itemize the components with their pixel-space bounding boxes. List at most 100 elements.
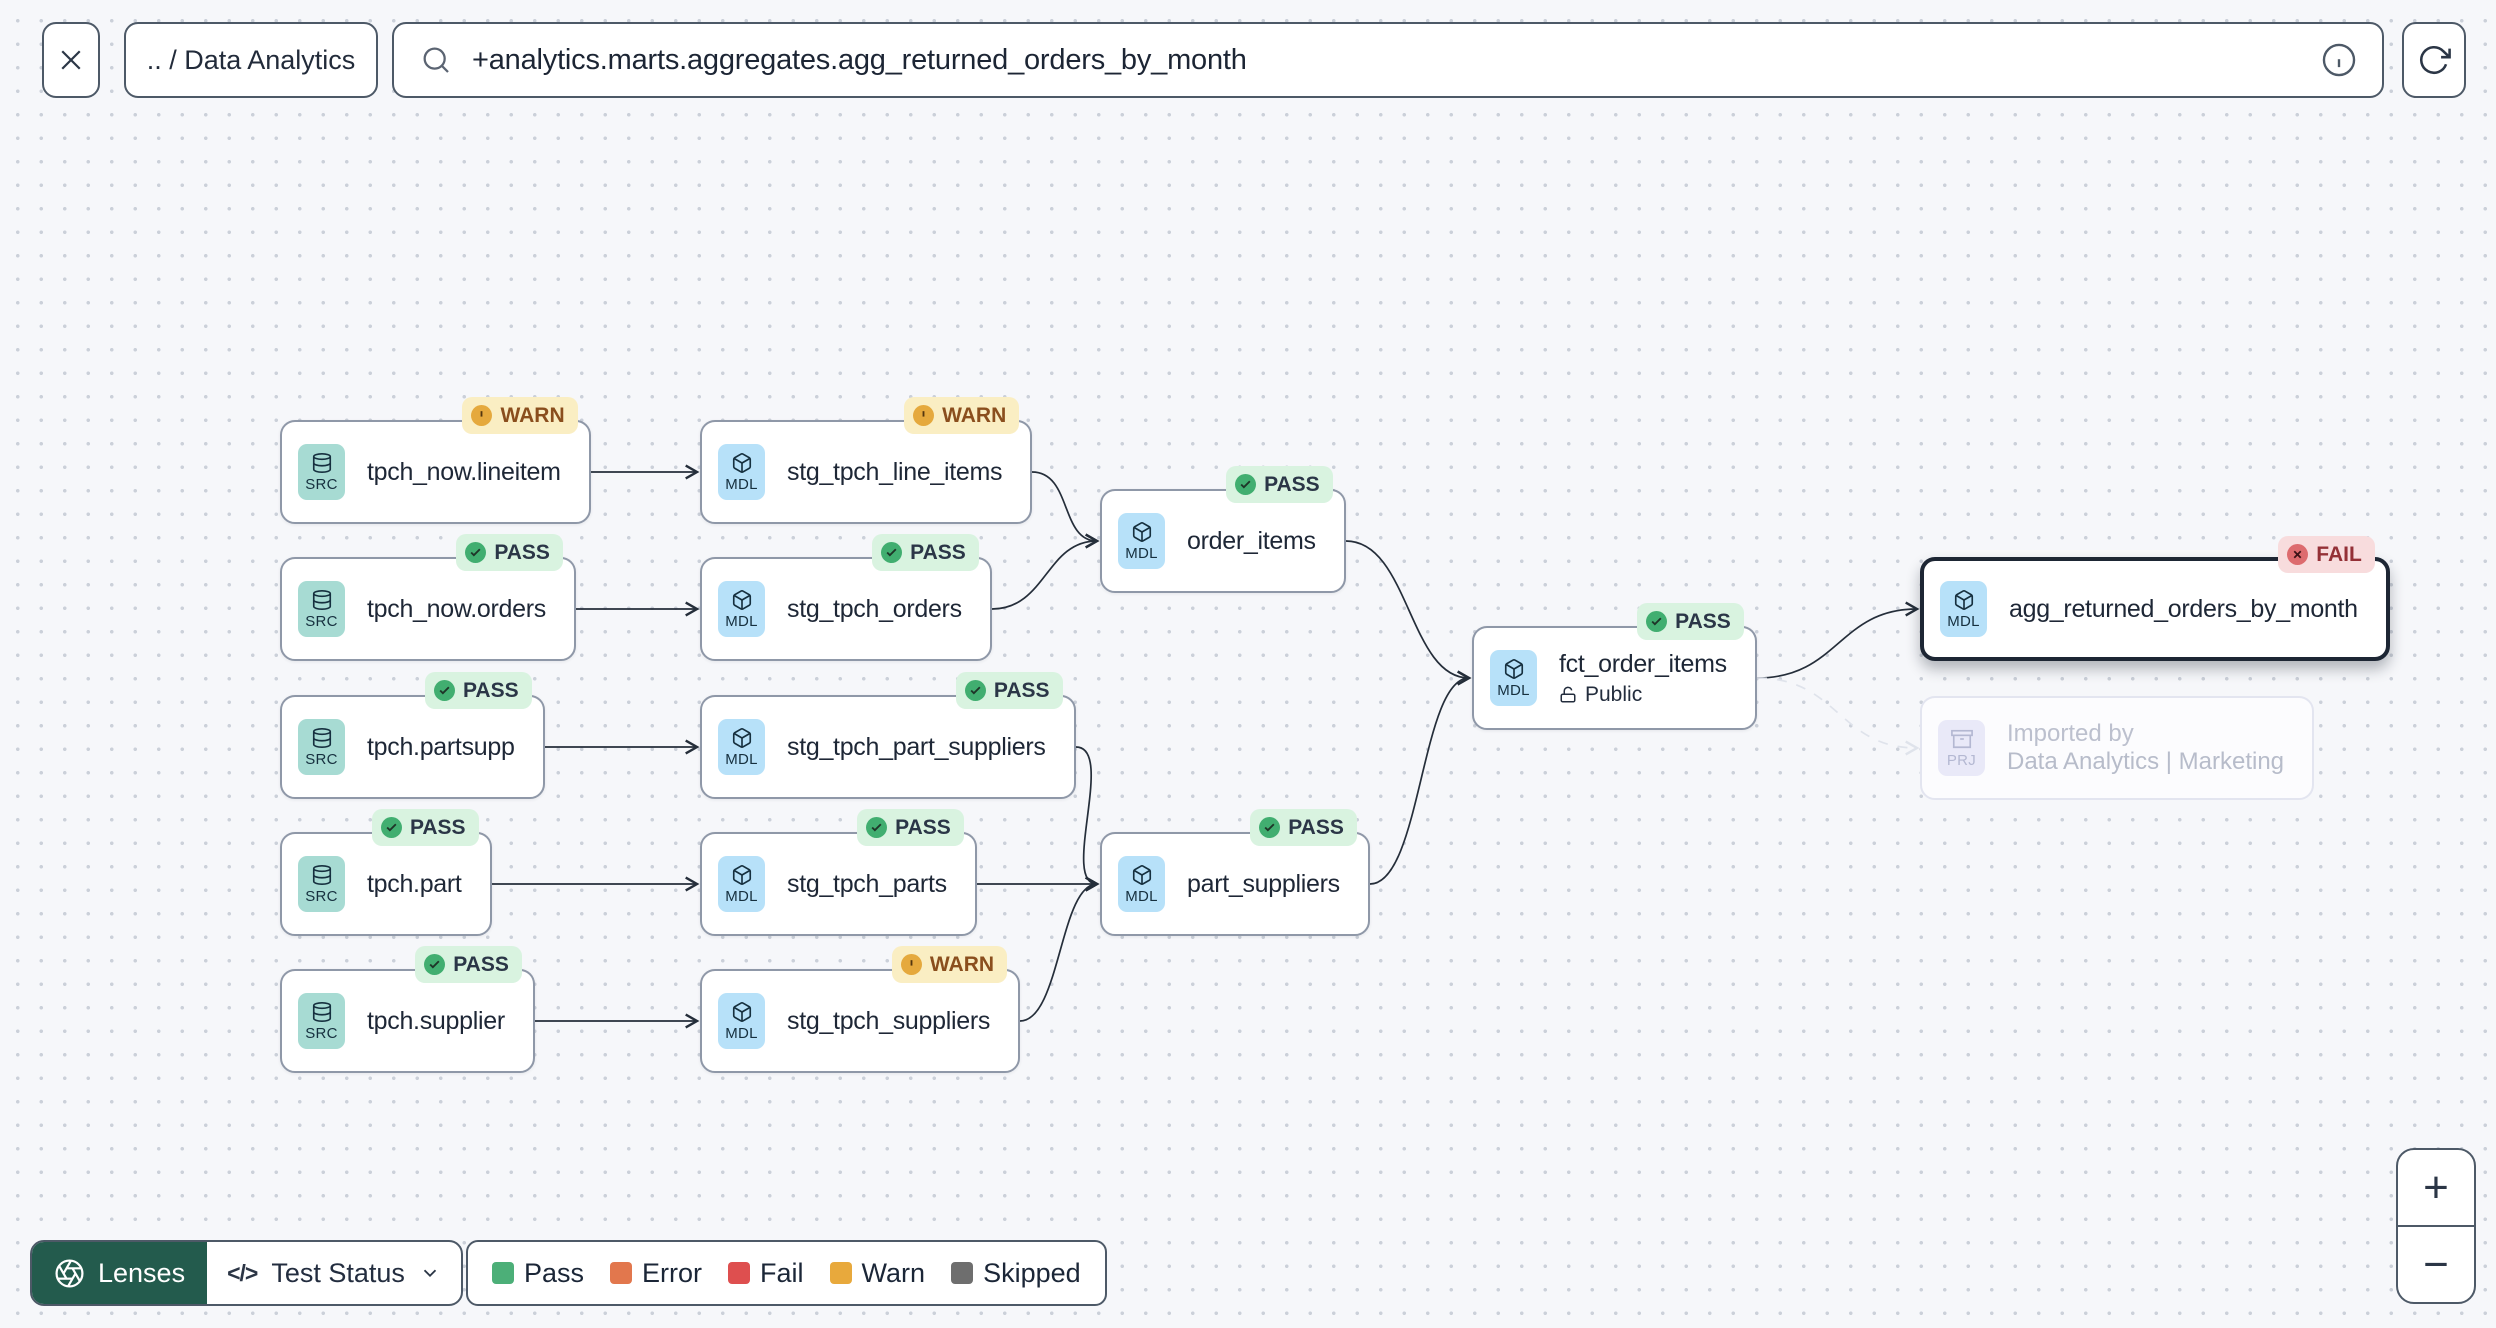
zoom-in-button[interactable]: +: [2398, 1150, 2474, 1225]
node-body: stg_tpch_orders: [787, 595, 962, 624]
node-body: part_suppliers: [1187, 870, 1340, 899]
graph-node-tpch_supplier[interactable]: SRC tpch.supplier PASS: [280, 946, 535, 1073]
cube-icon: MDL: [718, 444, 765, 500]
node-body: tpch_now.lineitem: [367, 458, 561, 487]
cube-icon: MDL: [1118, 856, 1165, 912]
lens-selector-label: Test Status: [271, 1257, 405, 1288]
node-label: tpch_now.orders: [367, 594, 546, 623]
edge-stg_tpch_orders-to-order_items: [991, 533, 1100, 610]
close-button[interactable]: [42, 22, 100, 98]
edge-fct_order_items-to-agg_returned_orders_by_month: [1756, 601, 1920, 679]
node-body: stg_tpch_parts: [787, 870, 947, 899]
legend-label: Warn: [861, 1257, 926, 1288]
edge-fct_order_items-to-imported_by: [1756, 677, 1920, 756]
refresh-button[interactable]: [2402, 22, 2466, 98]
aperture-icon: [54, 1258, 85, 1289]
database-icon: SRC: [298, 856, 345, 912]
lens-selector-test-status[interactable]: </> Test Status: [207, 1242, 461, 1304]
node-body: order_items: [1187, 527, 1316, 556]
lenses-label: Lenses: [98, 1257, 186, 1288]
cube-icon: MDL: [1118, 513, 1165, 569]
edge-order_items-to-fct_order_items: [1345, 540, 1472, 686]
node-label: tpch.part: [367, 869, 462, 898]
access-label: Public: [1585, 682, 1643, 706]
legend-label: Error: [642, 1257, 703, 1288]
node-body: stg_tpch_line_items: [787, 458, 1003, 487]
node-label: stg_tpch_suppliers: [787, 1006, 991, 1035]
node-label: Data Analytics | Marketing: [2007, 748, 2285, 775]
node-label: tpch.partsupp: [367, 732, 515, 761]
edge-stg_tpch_line_items-to-order_items: [1031, 471, 1100, 549]
info-icon[interactable]: [2320, 41, 2358, 79]
chevron-down-icon: [419, 1262, 441, 1284]
legend-label: Pass: [524, 1257, 585, 1288]
database-icon: SRC: [298, 444, 345, 500]
edge-part_suppliers-to-fct_order_items: [1369, 670, 1472, 885]
zoom-out-button[interactable]: −: [2398, 1225, 2474, 1302]
node-label: part_suppliers: [1187, 869, 1340, 898]
node-label: stg_tpch_part_suppliers: [787, 732, 1046, 761]
legend-swatch: [728, 1262, 751, 1284]
edge-stg_tpch_part_suppliers-to-part_suppliers: [1075, 746, 1100, 892]
node-label: stg_tpch_parts: [787, 869, 947, 898]
status-badge-pass: PASS: [456, 534, 563, 571]
graph-node-order_items[interactable]: MDL order_items PASS: [1100, 466, 1346, 593]
test-status-legend: Pass Error Fail Warn Skipped: [466, 1240, 1107, 1306]
status-badge-pass: PASS: [857, 809, 964, 846]
node-body: stg_tpch_suppliers: [787, 1007, 990, 1036]
status-badge-pass: PASS: [415, 946, 522, 983]
search-input[interactable]: [470, 42, 2302, 78]
database-icon: SRC: [298, 581, 345, 637]
archive-icon: PRJ: [1938, 720, 1985, 776]
breadcrumb-label: .. / Data Analytics: [146, 44, 356, 75]
plus-icon: +: [2423, 1162, 2449, 1212]
graph-node-tpch_now_lineitem[interactable]: SRC tpch_now.lineitem WARN: [280, 397, 591, 524]
lenses-control: Lenses </> Test Status: [30, 1240, 463, 1306]
legend-item-fail: Fail: [728, 1258, 804, 1289]
breadcrumb[interactable]: .. / Data Analytics: [124, 22, 378, 98]
refresh-icon: [2417, 43, 2451, 77]
legend-swatch: [951, 1262, 974, 1284]
database-icon: SRC: [298, 993, 345, 1049]
status-badge-pass: PASS: [1250, 809, 1357, 846]
legend-swatch: [829, 1262, 852, 1284]
status-badge-pass: PASS: [424, 672, 532, 709]
code-icon: </>: [227, 1259, 258, 1286]
node-label: tpch_now.lineitem: [367, 457, 561, 486]
access-row: Public: [1559, 683, 1727, 707]
node-body: tpch.partsupp: [367, 733, 515, 762]
unlock-icon: [1559, 686, 1577, 704]
status-badge-warn: WARN: [462, 397, 578, 434]
graph-node-part_suppliers[interactable]: MDL part_suppliers PASS: [1100, 809, 1370, 936]
edge-stg_tpch_suppliers-to-part_suppliers: [1019, 876, 1100, 1022]
graph-node-stg_tpch_orders[interactable]: MDL stg_tpch_orders PASS: [700, 534, 992, 661]
search-bar[interactable]: [392, 22, 2384, 98]
status-badge-fail: FAIL: [2278, 536, 2375, 573]
status-badge-pass: PASS: [872, 534, 979, 571]
cube-icon: MDL: [718, 581, 765, 637]
node-body: tpch.supplier: [367, 1007, 505, 1036]
cube-icon: MDL: [718, 719, 765, 775]
node-body: stg_tpch_part_suppliers: [787, 733, 1046, 762]
legend-item-pass: Pass: [492, 1258, 584, 1289]
graph-node-tpch_now_orders[interactable]: SRC tpch_now.orders PASS: [280, 534, 576, 661]
legend-item-skipped: Skipped: [951, 1258, 1081, 1289]
legend-item-warn: Warn: [829, 1257, 926, 1289]
legend-swatch: [610, 1262, 633, 1284]
lenses-button[interactable]: Lenses: [32, 1242, 208, 1304]
status-badge-warn: WARN: [891, 946, 1008, 983]
close-icon: [56, 45, 86, 75]
status-badge-pass: PASS: [1226, 466, 1333, 503]
legend-item-error: Error: [610, 1258, 702, 1289]
